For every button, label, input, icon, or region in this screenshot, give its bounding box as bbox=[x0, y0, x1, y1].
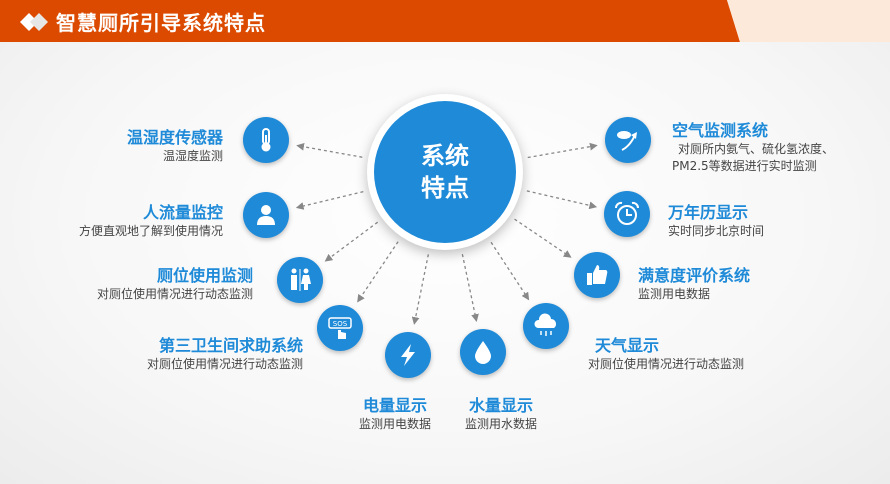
person-icon bbox=[243, 192, 289, 238]
dashed-arrow bbox=[295, 190, 364, 210]
sos-button-icon: SOS bbox=[317, 305, 363, 351]
center-circle: 系统 特点 bbox=[367, 94, 523, 250]
feature-desc: 对厕位使用情况进行动态监测 bbox=[96, 287, 253, 301]
feature-people-flow: 人流量监控 方便直观地了解到使用情况 bbox=[79, 199, 223, 240]
feature-desc: 监测用电数据 bbox=[358, 417, 431, 431]
feature-water-display: 水量显示 监测用水数据 bbox=[451, 392, 551, 433]
feature-desc: PM2.5等数据进行实时监测 bbox=[672, 159, 817, 173]
svg-text:SOS: SOS bbox=[333, 320, 348, 328]
water-drop-icon bbox=[460, 329, 506, 375]
center-line-1: 系统 bbox=[421, 142, 469, 170]
restroom-icon bbox=[277, 257, 323, 303]
thumbs-up-icon bbox=[574, 252, 620, 298]
feature-desc: 对厕位使用情况进行动态监测 bbox=[146, 357, 303, 371]
page-title: 智慧厕所引导系统特点 bbox=[56, 11, 266, 35]
feature-title: 空气监测系统 bbox=[672, 121, 769, 140]
feature-stall-usage: 厕位使用监测 对厕位使用情况进行动态监测 bbox=[97, 262, 253, 303]
feature-title: 天气显示 bbox=[595, 336, 660, 355]
dashed-arrow bbox=[324, 221, 379, 262]
dashed-arrow bbox=[490, 241, 530, 301]
dashed-arrow bbox=[296, 142, 363, 158]
dashed-arrow bbox=[461, 254, 479, 322]
header-band bbox=[0, 0, 740, 42]
alarm-clock-icon bbox=[604, 191, 650, 237]
feature-title: 第三卫生间求助系统 bbox=[158, 336, 303, 355]
center-line-2: 特点 bbox=[421, 174, 469, 202]
header-tail bbox=[727, 0, 890, 42]
feature-help-system: 第三卫生间求助系统 对厕位使用情况进行动态监测 bbox=[147, 332, 303, 373]
feature-desc: 监测用水数据 bbox=[464, 417, 537, 431]
feature-desc: 方便直观地了解到使用情况 bbox=[78, 224, 223, 238]
feature-power-display: 电量显示 监测用电数据 bbox=[345, 392, 445, 433]
feature-title: 人流量监控 bbox=[142, 203, 223, 222]
feature-desc: 监测用电数据 bbox=[638, 287, 711, 301]
dashed-arrow bbox=[357, 241, 399, 303]
header-bar: 智慧厕所引导系统特点 bbox=[0, 0, 890, 42]
feature-calendar: 万年历显示 实时同步北京时间 bbox=[668, 199, 764, 240]
dashed-arrow bbox=[527, 142, 598, 159]
dashed-arrow bbox=[514, 218, 572, 258]
dashed-arrow bbox=[411, 254, 429, 325]
feature-temperature-humidity: 温湿度传感器 温湿度监测 bbox=[127, 124, 223, 165]
dashed-arrow bbox=[526, 190, 598, 210]
lightning-icon bbox=[385, 332, 431, 378]
diamond-logo-icon bbox=[20, 13, 48, 31]
feature-title: 满意度评价系统 bbox=[638, 266, 751, 285]
rain-cloud-icon bbox=[523, 303, 569, 349]
feature-title: 电量显示 bbox=[362, 396, 427, 415]
feature-desc: 对厕位使用情况进行动态监测 bbox=[588, 357, 745, 371]
feature-title: 万年历显示 bbox=[668, 203, 749, 222]
feature-desc: 实时同步北京时间 bbox=[668, 224, 765, 238]
feature-air-monitoring: 空气监测系统 对厕所内氨气、硫化氢浓度、 PM2.5等数据进行实时监测 bbox=[672, 117, 834, 175]
thermometer-icon bbox=[243, 117, 289, 163]
feature-title: 厕位使用监测 bbox=[156, 266, 253, 285]
feature-weather-display: 天气显示 对厕位使用情况进行动态监测 bbox=[588, 332, 744, 373]
feature-satisfaction: 满意度评价系统 监测用电数据 bbox=[638, 262, 750, 303]
feature-desc: 对厕所内氨气、硫化氢浓度、 bbox=[678, 142, 835, 156]
feature-title: 温湿度传感器 bbox=[126, 128, 223, 147]
air-quality-icon bbox=[605, 117, 651, 163]
feature-desc: 温湿度监测 bbox=[162, 149, 223, 163]
feature-title: 水量显示 bbox=[468, 396, 533, 415]
